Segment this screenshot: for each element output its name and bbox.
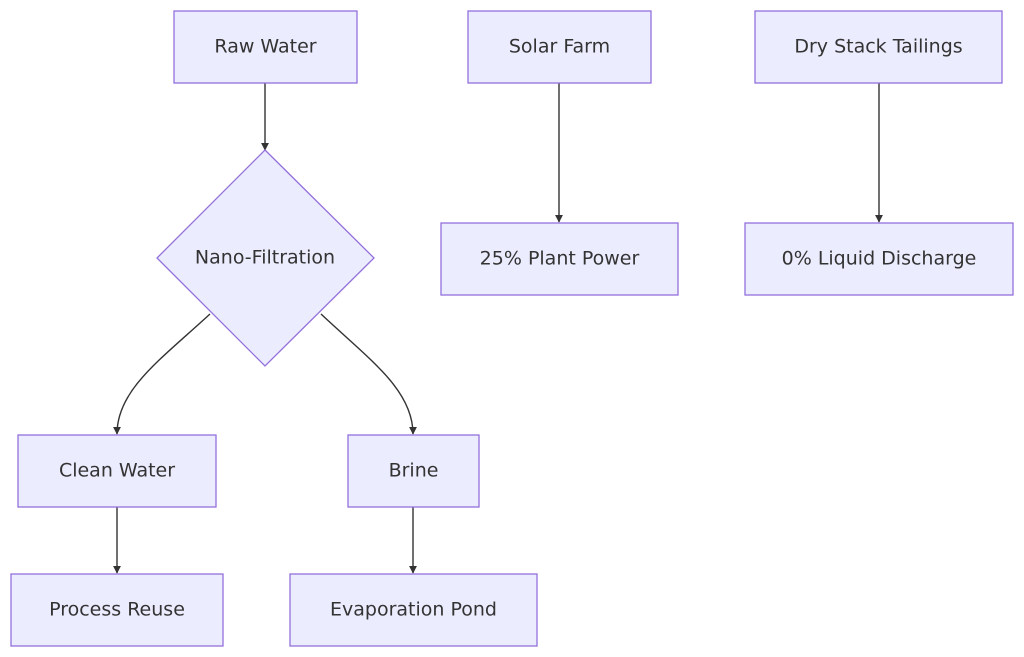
node-label-dry-stack-tailings: Dry Stack Tailings xyxy=(794,36,962,58)
edge-nano-filtration-to-brine xyxy=(320,313,417,435)
node-label-clean-water: Clean Water xyxy=(59,460,175,482)
node-evaporation-pond[interactable]: Evaporation Pond xyxy=(289,573,538,647)
node-label-solar-farm: Solar Farm xyxy=(509,36,610,58)
node-label-plant-power: 25% Plant Power xyxy=(480,248,640,270)
node-solar-farm[interactable]: Solar Farm xyxy=(467,10,652,84)
node-label-nano-filtration: Nano-Filtration xyxy=(195,247,335,269)
node-plant-power[interactable]: 25% Plant Power xyxy=(440,222,679,296)
node-raw-water[interactable]: Raw Water xyxy=(173,10,358,84)
edge-nano-filtration-to-clean-water xyxy=(113,313,211,435)
node-liquid-discharge[interactable]: 0% Liquid Discharge xyxy=(744,222,1014,296)
node-label-liquid-discharge: 0% Liquid Discharge xyxy=(782,248,977,270)
edges xyxy=(113,83,883,574)
node-label-raw-water: Raw Water xyxy=(214,36,316,58)
node-nano-filtration[interactable]: Nano-Filtration xyxy=(156,149,375,367)
node-label-evaporation-pond: Evaporation Pond xyxy=(330,599,497,621)
node-dry-stack-tailings[interactable]: Dry Stack Tailings xyxy=(754,10,1003,84)
node-clean-water[interactable]: Clean Water xyxy=(17,434,217,508)
node-process-reuse[interactable]: Process Reuse xyxy=(10,573,224,647)
node-label-process-reuse: Process Reuse xyxy=(49,599,185,621)
node-brine[interactable]: Brine xyxy=(347,434,480,508)
node-label-brine: Brine xyxy=(389,460,439,482)
